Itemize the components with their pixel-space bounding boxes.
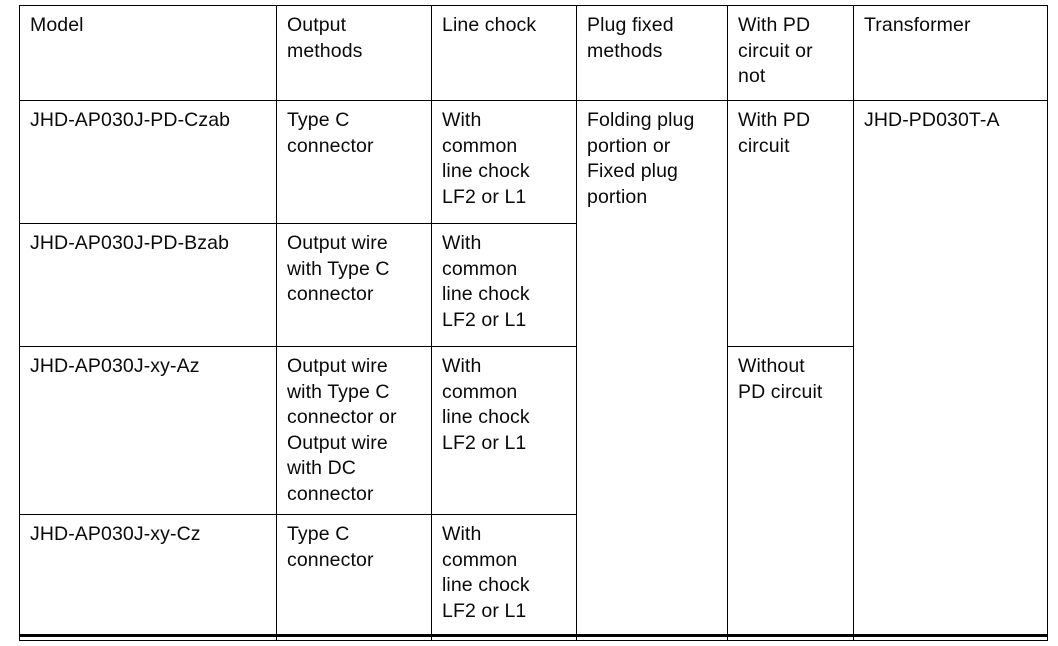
cell-output-methods: Output wire with Type C connector — [276, 223, 432, 347]
table-row: JHD-AP030J-PD-Czab Type C connector With… — [19, 100, 1048, 641]
cell-model: JHD-AP030J-PD-Bzab — [19, 223, 277, 347]
table-header-row: Model Output methods Line chock Plug fix… — [19, 5, 1048, 101]
header-cell-plug-fixed-methods: Plug fixed methods — [576, 5, 728, 101]
specification-table: Model Output methods Line chock Plug fix… — [19, 5, 1048, 641]
cell-line-chock: With common line chock LF2 or L1 — [431, 223, 577, 347]
cell-pd-circuit-without: Without PD circuit — [727, 346, 854, 641]
cell-transformer-merged: JHD-PD030T-A — [853, 100, 1048, 641]
table-row: JHD-AP030J-xy-Az Output wire with Type C… — [19, 346, 1048, 641]
value-output-methods: Output wire with Type C connector — [287, 232, 390, 305]
header-cell-pd-circuit: With PD circuit or not — [727, 5, 854, 101]
table-row: JHD-AP030J-PD-Bzab Output wire with Type… — [19, 223, 1048, 347]
table-row: JHD-AP030J-xy-Cz Type C connector With c… — [19, 514, 1048, 641]
cell-line-chock: With common line chock LF2 or L1 — [431, 514, 577, 641]
value-line-chock: With common line chock LF2 or L1 — [442, 232, 530, 331]
header-label-output-methods: Output methods — [287, 14, 363, 62]
value-output-methods: Type C connector — [287, 523, 374, 571]
cell-output-methods: Output wire with Type C connector or Out… — [276, 346, 432, 515]
header-cell-model: Model — [19, 5, 277, 101]
cell-plug-fixed-methods-merged: Folding plug portion or Fixed plug porti… — [576, 100, 728, 641]
cell-model: JHD-AP030J-xy-Cz — [19, 514, 277, 641]
value-model: JHD-AP030J-xy-Az — [30, 355, 200, 377]
cell-output-methods: Type C connector — [276, 514, 432, 641]
header-cell-transformer: Transformer — [853, 5, 1048, 101]
value-line-chock: With common line chock LF2 or L1 — [442, 355, 530, 454]
value-output-methods: Output wire with Type C connector or Out… — [287, 355, 397, 505]
value-line-chock: With common line chock LF2 or L1 — [442, 109, 530, 208]
cell-line-chock: With common line chock LF2 or L1 — [431, 346, 577, 515]
cell-pd-circuit-with: With PD circuit — [727, 100, 854, 347]
value-pd-circuit: With PD circuit — [738, 109, 811, 157]
value-model: JHD-AP030J-xy-Cz — [30, 523, 201, 545]
header-cell-line-chock: Line chock — [431, 5, 577, 101]
table-bottom-rule — [19, 634, 1048, 637]
value-output-methods: Type C connector — [287, 109, 374, 157]
cell-model: JHD-AP030J-PD-Czab — [19, 100, 277, 224]
value-line-chock: With common line chock LF2 or L1 — [442, 523, 530, 622]
value-plug-fixed-methods: Folding plug portion or Fixed plug porti… — [587, 109, 695, 208]
value-model: JHD-AP030J-PD-Czab — [30, 109, 231, 131]
value-model: JHD-AP030J-PD-Bzab — [30, 232, 230, 254]
header-label-transformer: Transformer — [864, 14, 971, 36]
cell-output-methods: Type C connector — [276, 100, 432, 224]
header-label-plug-fixed-methods: Plug fixed methods — [587, 14, 674, 62]
header-label-model: Model — [30, 14, 84, 36]
cell-model: JHD-AP030J-xy-Az — [19, 346, 277, 515]
cell-line-chock: With common line chock LF2 or L1 — [431, 100, 577, 224]
value-transformer: JHD-PD030T-A — [864, 109, 1000, 131]
header-label-pd-circuit: With PD circuit or not — [738, 14, 813, 87]
value-pd-circuit: Without PD circuit — [738, 355, 823, 403]
header-cell-output-methods: Output methods — [276, 5, 432, 101]
header-label-line-chock: Line chock — [442, 14, 537, 36]
